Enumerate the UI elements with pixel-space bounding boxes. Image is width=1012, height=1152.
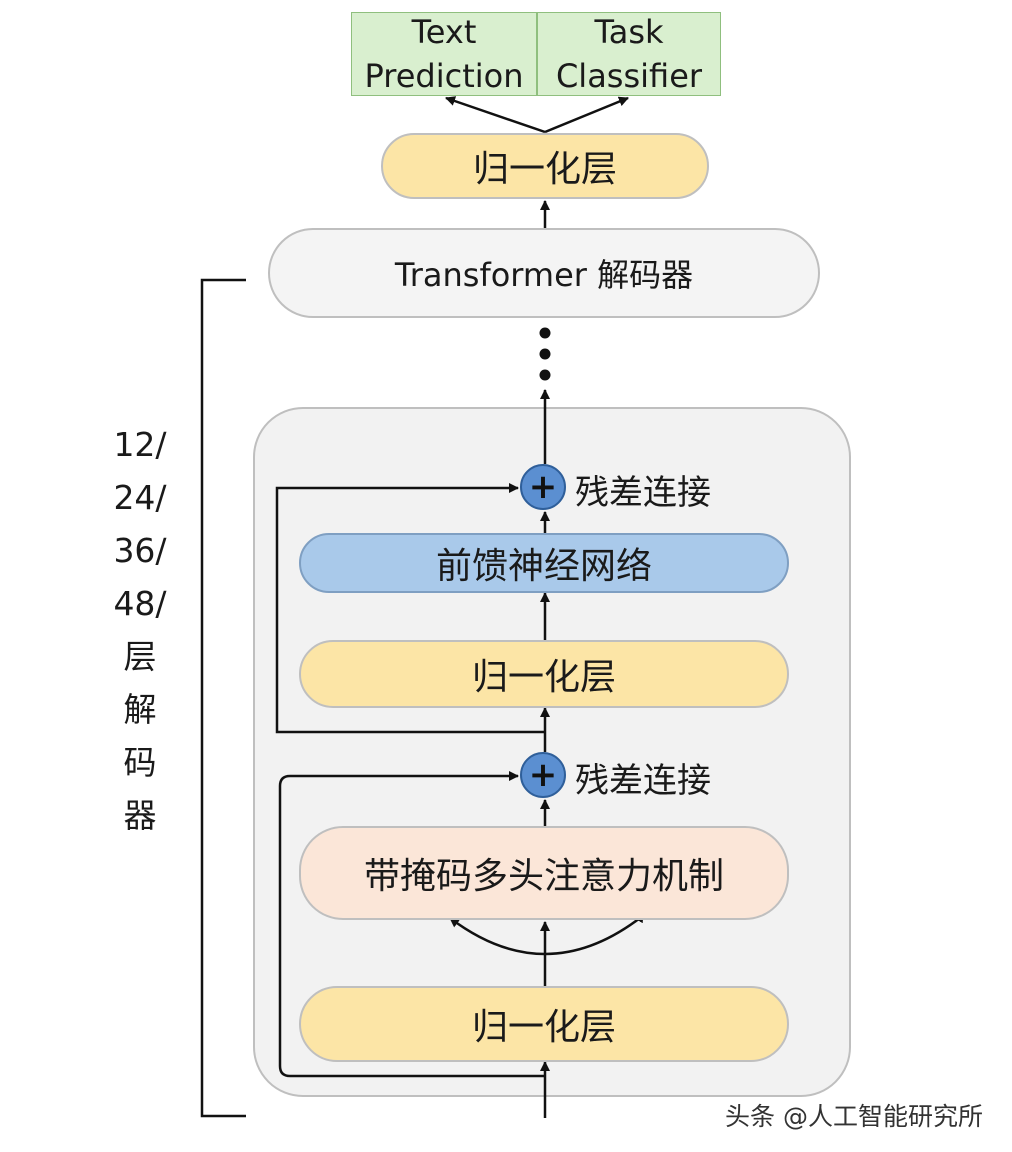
layers-label-line: 解: [123, 690, 157, 729]
layers-label-line: 12/: [113, 425, 167, 464]
layers-label-line: 码: [123, 743, 157, 782]
text-prediction-label: Text Prediction: [364, 13, 524, 95]
watermark: 头条 @人工智能研究所: [725, 1102, 983, 1131]
ellipsis-dot: [539, 327, 551, 339]
attention-curve-arrow: [449, 917, 641, 956]
layers-count-label: 12/ 24/ 36/ 48/ 层 解 码 器: [105, 418, 175, 842]
text-prediction-head: Text Prediction: [351, 12, 537, 96]
residual-label-bottom: 残差连接: [575, 761, 711, 801]
ellipsis-dot: [539, 369, 551, 381]
residual-loop-bottom: [278, 771, 545, 1078]
feed-forward-label: 前馈神经网络: [435, 546, 652, 587]
bottom-norm-label: 归一化层: [471, 1007, 616, 1048]
layers-label-line: 24/: [113, 478, 167, 517]
feed-forward-layer: 前馈神经网络: [299, 533, 789, 593]
residual-label-top: 残差连接: [575, 473, 711, 513]
mid-norm-layer: 归一化层: [299, 640, 789, 708]
task-classifier-head: Task Classifier: [537, 12, 721, 96]
layers-label-line: 层: [123, 637, 157, 676]
layers-bracket: [200, 278, 246, 1118]
mid-norm-label: 归一化层: [471, 657, 616, 698]
residual-add-icon-bottom: +: [520, 752, 566, 798]
transformer-decoder-label: Transformer 解码器: [394, 256, 694, 294]
bottom-norm-layer: 归一化层: [299, 986, 789, 1062]
arrow-to-task-classifier: [544, 96, 629, 134]
top-norm-layer: 归一化层: [381, 133, 709, 199]
top-norm-label: 归一化层: [472, 149, 617, 190]
residual-loop-top: [275, 483, 545, 734]
decoder-block: [253, 407, 851, 1097]
residual-add-icon-top: +: [520, 464, 566, 510]
masked-attention-label: 带掩码多头注意力机制: [363, 856, 724, 897]
layers-label-line: 器: [123, 796, 157, 835]
ellipsis-dot: [539, 348, 551, 360]
masked-attention-layer: 带掩码多头注意力机制: [299, 826, 789, 920]
layers-label-line: 36/: [113, 531, 167, 570]
layers-label-line: 48/: [113, 584, 167, 623]
transformer-decoder: Transformer 解码器: [268, 228, 820, 318]
task-classifier-label: Task Classifier: [555, 13, 703, 95]
arrow-to-text-prediction: [445, 96, 546, 134]
